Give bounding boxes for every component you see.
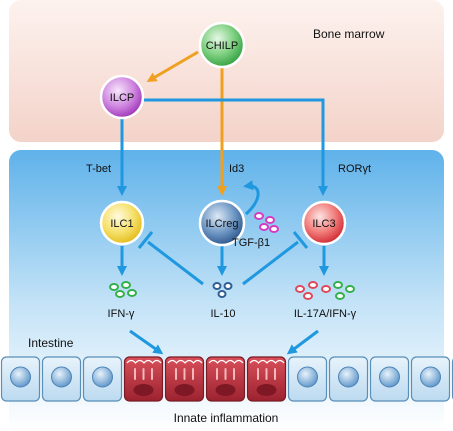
il10-label: IL-10 [210, 308, 235, 320]
il10-molecules [212, 282, 233, 298]
tgfb1-label: TGF-β1 [232, 237, 270, 249]
arrow-ilcp-to-ilc3 [142, 98, 328, 196]
chilp-cell: CHILP [198, 21, 246, 69]
ifng-label: IFN-γ [108, 308, 135, 320]
epithelial-cell [41, 356, 82, 402]
epithelial-cell [0, 356, 41, 402]
ilcp-label: ILCP [110, 92, 134, 104]
inhibit-il10-to-ilc1 [147, 240, 204, 286]
inflamed-epithelial-cell [205, 356, 246, 402]
il17a-ifng-molecules [295, 281, 355, 300]
inhibit-il10-to-ilc3 [242, 240, 299, 286]
epithelial-cell [410, 356, 451, 402]
ifng-molecules [109, 281, 137, 298]
chilp-label: CHILP [206, 40, 238, 52]
epithelial-cell [82, 356, 123, 402]
innate-inflammation-label: Innate inflammation [174, 411, 279, 425]
ilc3-label: ILC3 [312, 218, 335, 230]
ilcreg-cell: ILCreg [198, 199, 246, 247]
ilc1-label: ILC1 [110, 218, 133, 230]
tbet-label: T-bet [86, 163, 111, 175]
tgfb1-molecules [254, 212, 279, 233]
bone-marrow-label: Bone marrow [313, 27, 385, 41]
bone-marrow-region [9, 0, 444, 142]
inflamed-epithelial-cell [164, 356, 205, 402]
arrow-ifng-to-epithelium [129, 329, 164, 355]
inhibit-ilc3-tbar [292, 231, 309, 249]
arrow-il17a-to-epithelium [286, 329, 319, 355]
epithelial-cell [328, 356, 369, 402]
tgfb1-autocrine-arrow [243, 180, 260, 216]
il17a-ifng-label: IL-17A/IFN-γ [294, 308, 357, 320]
inflamed-epithelial-cell [123, 356, 164, 402]
arrow-chilp-to-ilcp [146, 50, 199, 83]
inflamed-epithelial-cell [246, 356, 287, 402]
ilcp-cell: ILCP [99, 74, 145, 120]
ilc3-cell: ILC3 [301, 200, 347, 246]
epithelial-cell [369, 356, 410, 402]
epithelial-cell [287, 356, 328, 402]
ilcreg-label: ILCreg [205, 218, 238, 230]
id3-label: Id3 [229, 163, 244, 175]
intestine-label: Intestine [28, 336, 74, 350]
inhibit-ilc1-tbar [137, 231, 154, 249]
rorgt-label: RORγt [338, 163, 371, 175]
ilc1-cell: ILC1 [99, 200, 145, 246]
intestinal-epithelium [0, 356, 453, 402]
